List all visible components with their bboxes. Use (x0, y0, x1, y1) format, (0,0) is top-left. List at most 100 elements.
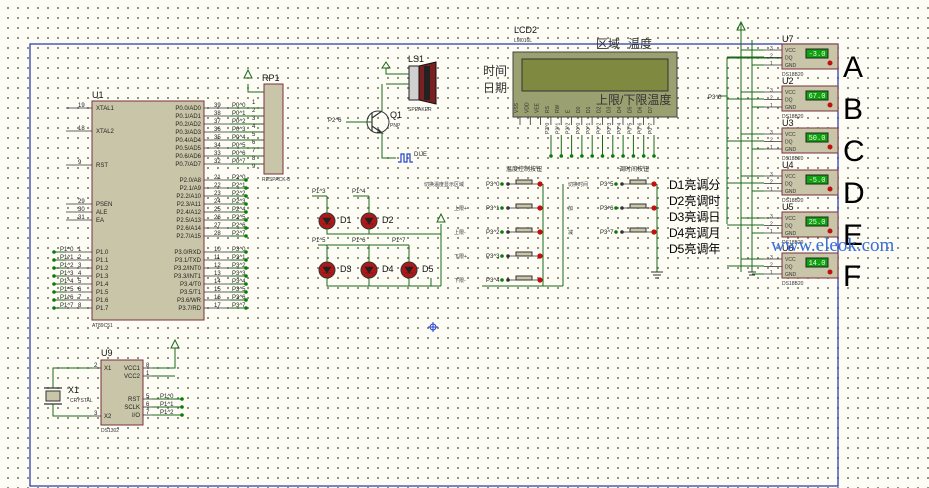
u1-pin-name: EA (96, 218, 104, 224)
u1-net-label: P3^3 (232, 271, 246, 277)
sensor-pin-name: DQ (785, 98, 793, 104)
u1-pin-number: 9 (78, 160, 82, 166)
u1-body (91, 100, 205, 321)
sensor-pin-name: VCC (785, 132, 796, 138)
u1-pin-number: 17 (214, 303, 221, 309)
lcd2-net-label: P0^0 (576, 123, 582, 134)
sensor-reading-display (805, 257, 829, 268)
sensor-part: DS18B20 (782, 114, 804, 120)
transistor-q1[interactable]: Q1 PNP P2^6 DIJE (328, 84, 427, 163)
sensor-red-indicator (827, 186, 833, 192)
rp1-pin-number: 4 (252, 124, 256, 130)
sensor-pin-number: 2 (770, 138, 773, 144)
sensor-pin-number: 2 (770, 180, 773, 186)
rp1-part: RESPACK-8 (262, 177, 290, 183)
led-diode-icon (364, 266, 374, 274)
speaker-ls1[interactable]: LS1 SPEAKER (381, 54, 437, 113)
sensor-pin-number: 1 (770, 145, 773, 151)
led-net-label: P1^7 (392, 238, 406, 244)
u9-ref: U9 (101, 348, 113, 358)
u9-vcc-wires (152, 348, 176, 377)
q1-ref: Q1 (390, 110, 402, 120)
led-power-arrow (436, 212, 446, 223)
net-junction (500, 230, 504, 234)
legend-entry: D3亮调日 (669, 209, 720, 224)
net-junction (614, 206, 618, 210)
sensor-pin-number: 3 (770, 88, 773, 94)
u1-net-label: P0^7 (232, 159, 246, 165)
sensor-pin-number: 1 (770, 61, 773, 67)
u1-pin-number: 39 (214, 103, 221, 109)
sensor-pin-name: VCC (785, 257, 796, 263)
u1-net-label: P2^3 (232, 199, 246, 205)
rp1-pin-number: 3 (252, 116, 256, 122)
sensor-reading-display (805, 48, 829, 59)
sensor-power-arrow (736, 20, 746, 31)
u1-pin-number: 18 (78, 126, 85, 132)
net-junction (631, 154, 636, 158)
u1-net-label: P3^0 (232, 247, 246, 253)
button-net: P3^3 (486, 254, 500, 260)
speaker-magnet (408, 65, 420, 101)
ls1-part: SPEAKER (408, 107, 432, 113)
button-net: P3^2 (486, 230, 500, 236)
lcd2-net-label: P0^6 (638, 123, 644, 134)
push-button-icon[interactable] (515, 275, 533, 281)
net-junction (614, 230, 618, 234)
u1-pin-number: 35 (214, 135, 221, 141)
legend-entry: D1亮调分 (669, 177, 720, 192)
u1-net-label: P3^1 (232, 255, 246, 261)
led-net-label: P1^4 (352, 189, 366, 195)
u1-pin-name: P0.1/AD1 (175, 114, 201, 120)
sensor-ground-icon (748, 271, 756, 276)
lcd2-net-label: P0^7 (648, 123, 654, 134)
lcd2-pin-name: VEE (535, 102, 541, 113)
push-button-icon[interactable] (629, 179, 647, 185)
sensor-letter-E: E (843, 219, 863, 252)
sensor-pin-name: VCC (785, 174, 796, 180)
lcd2-label-date: 日期 (483, 81, 507, 95)
u1-pin-number: 2 (78, 255, 82, 261)
watermark: www.eleok.com (771, 235, 895, 256)
lcd2-pin-name: D6 (638, 106, 644, 113)
net-junction (641, 154, 646, 158)
lcd2-pin-name: D5 (627, 106, 633, 113)
push-button-icon[interactable] (629, 203, 647, 209)
u1-pin-number: 19 (78, 103, 85, 109)
rp1-pin-number: 7 (252, 148, 256, 154)
u9-part: DS1302 (101, 428, 119, 434)
net-junction (559, 154, 564, 158)
push-button-icon[interactable] (515, 251, 533, 257)
u1-pin-name: P1.7 (96, 306, 109, 312)
u1-pin-name: P3.7/RD (178, 306, 201, 312)
button-led-indicator (651, 205, 657, 211)
push-button-icon[interactable] (515, 227, 533, 233)
push-button-icon[interactable] (515, 179, 533, 185)
u1-pin-number: 3 (78, 263, 82, 269)
u1-net-label: P0^1 (232, 111, 246, 117)
sensor-pin-number: 3 (770, 214, 773, 220)
u1-pin-number: 29 (78, 199, 85, 205)
buttons-group1-title: 温度控制按钮 (506, 165, 542, 173)
push-button-icon[interactable] (515, 203, 533, 209)
u1-pin-name: PSEN (96, 202, 112, 208)
sensor-bus-tap (727, 175, 764, 192)
sensor-letter-B: B (843, 93, 863, 126)
lcd2-pin-name: D4 (617, 106, 623, 113)
sensor-pin-name: GND (785, 272, 797, 278)
push-button-icon[interactable] (629, 227, 647, 233)
sensor-pin-number: 1 (770, 187, 773, 193)
net-junction (244, 210, 248, 214)
sensor-bus-tap (727, 133, 764, 150)
u1-pin-number: 8 (78, 303, 82, 309)
crystal-x1[interactable]: X1 CRYSTAL (44, 367, 93, 417)
led-net-label: P1^5 (312, 238, 326, 244)
